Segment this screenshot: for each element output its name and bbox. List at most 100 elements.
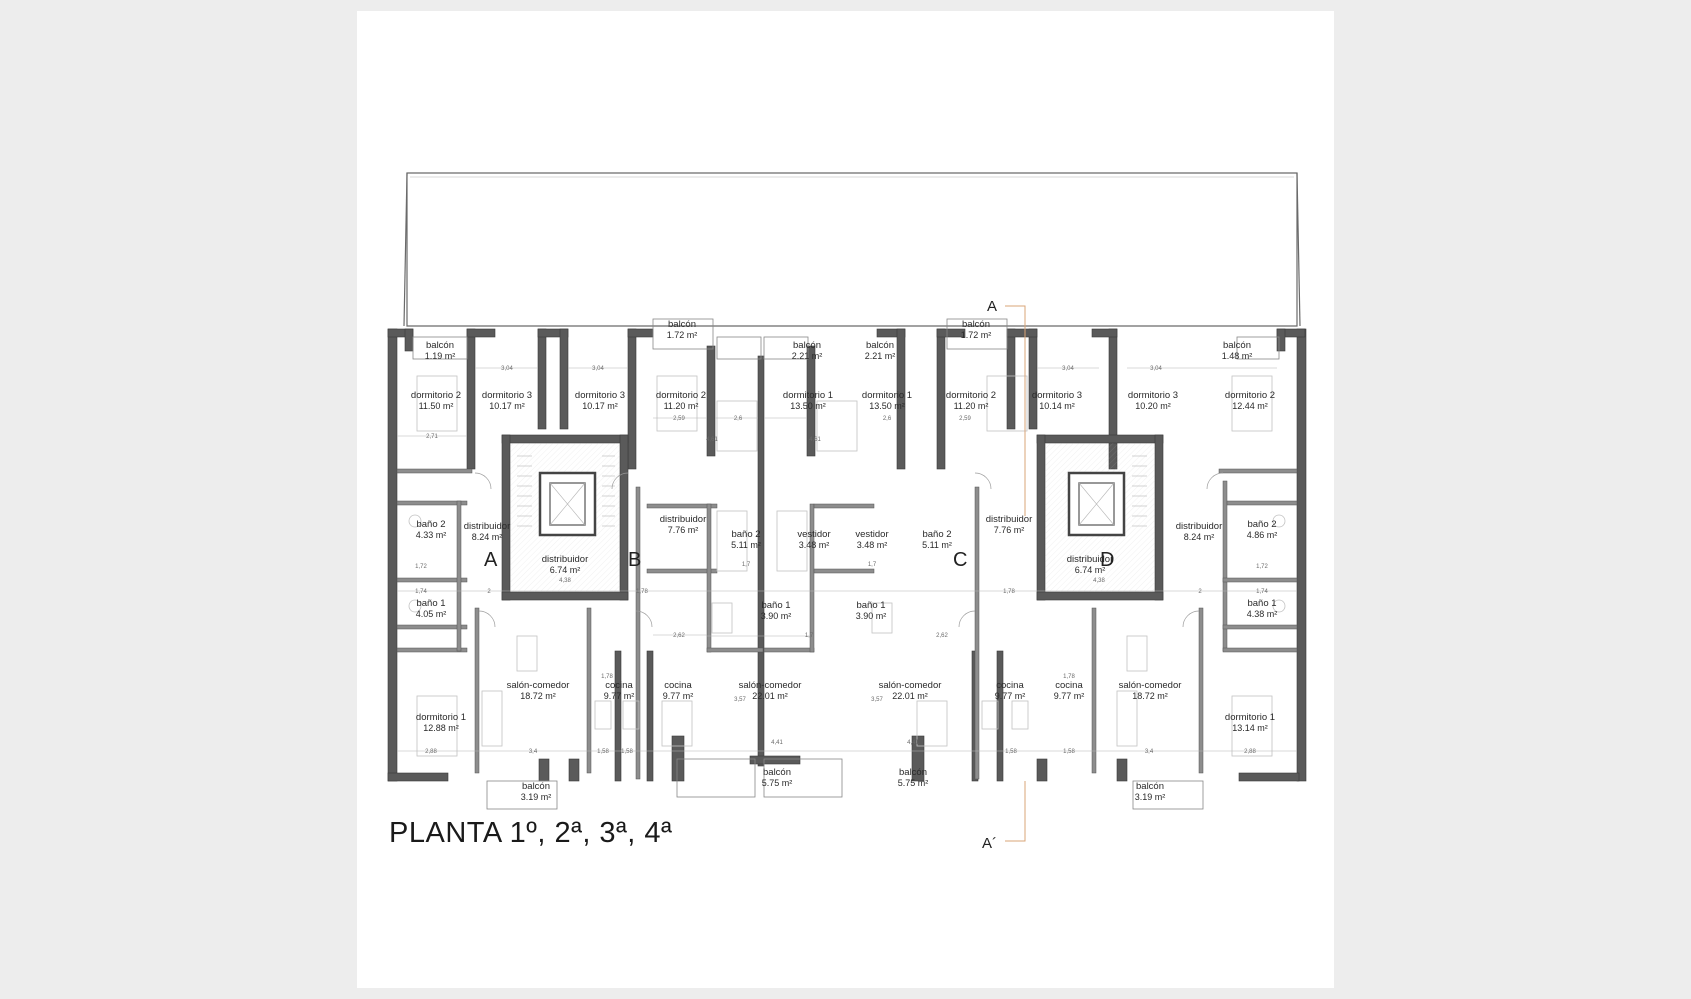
plan-title: PLANTA 1º, 2ª, 3ª, 4ª — [389, 817, 673, 849]
room-area: 10.20 m² — [1135, 401, 1171, 411]
room-name: dormitorio 2 — [656, 390, 706, 401]
room-area: 3.48 m² — [857, 540, 888, 550]
room-area: 7.76 m² — [994, 525, 1025, 535]
room-name: dormitorio 1 — [416, 712, 466, 723]
dim-label: 1,78 — [1003, 589, 1015, 595]
room-name: distribuidor — [464, 521, 510, 532]
unit-letter-d: D — [1100, 549, 1114, 571]
room-area: 8.24 m² — [1184, 532, 1215, 542]
room-label: baño 14.38 m² — [1247, 598, 1278, 619]
room-name: dormitorio 3 — [1128, 390, 1178, 401]
dim-label: 4,38 — [559, 578, 571, 584]
room-area: 5.11 m² — [922, 540, 952, 550]
dim-label: 2,59 — [959, 416, 971, 422]
room-area: 4.05 m² — [416, 609, 447, 619]
room-name: dormitorio 3 — [482, 390, 532, 401]
core-right — [1036, 434, 1164, 601]
dim-label: 3,57 — [734, 697, 746, 703]
dim-label: 1,72 — [1256, 564, 1268, 570]
room-name: distribuidor — [660, 514, 706, 525]
dim-label: 1,58 — [621, 749, 633, 755]
room-label: baño 13.90 m² — [856, 600, 887, 621]
room-label: dormitorio 310.17 m² — [482, 390, 532, 411]
dim-label: 4,61 — [706, 437, 718, 443]
room-name: dormitorio 1 — [1225, 712, 1275, 723]
room-name: dormitorio 1 — [783, 390, 833, 401]
dim-label: 1,74 — [415, 589, 427, 595]
dim-label: 1,78 — [601, 674, 613, 680]
dim-label: 4,41 — [907, 740, 919, 746]
room-area: 10.17 m² — [489, 401, 525, 411]
room-name: baño 1 — [416, 598, 445, 609]
dim-label: 2 — [487, 589, 491, 595]
dim-label: 2,62 — [673, 633, 685, 639]
room-name: dormitorio 1 — [862, 390, 912, 401]
dim-label: 4,61 — [809, 437, 821, 443]
section-line: A A´ — [982, 298, 1026, 852]
room-area: 12.44 m² — [1232, 401, 1268, 411]
room-name: balcón — [1223, 340, 1251, 351]
room-label: dormitorio 113.14 m² — [1225, 712, 1275, 733]
dim-label: 2,62 — [936, 633, 948, 639]
room-name: balcón — [426, 340, 454, 351]
dim-label: 2,88 — [1244, 749, 1256, 755]
room-area: 12.88 m² — [423, 723, 459, 733]
room-name: salón-comedor — [739, 680, 802, 691]
room-label: dormitorio 211.20 m² — [946, 390, 996, 411]
room-area: 18.72 m² — [1132, 691, 1168, 701]
room-label: dormitorio 310.20 m² — [1128, 390, 1178, 411]
room-label: baño 25.11 m² — [922, 529, 952, 550]
room-area: 4.38 m² — [1247, 609, 1278, 619]
room-area: 5.75 m² — [898, 778, 929, 788]
room-area: 22.01 m² — [892, 691, 928, 701]
room-name: baño 1 — [761, 600, 790, 611]
room-label: baño 24.33 m² — [416, 519, 447, 540]
room-label: dormitorio 310.14 m² — [1032, 390, 1082, 411]
room-area: 5.11 m² — [731, 540, 761, 550]
room-label: baño 25.11 m² — [731, 529, 761, 550]
dim-label: 3,57 — [871, 697, 883, 703]
dim-label: 2,71 — [426, 434, 438, 440]
dim-label: 1,78 — [1063, 674, 1075, 680]
room-label: baño 14.05 m² — [416, 598, 447, 619]
room-area: 1.72 m² — [961, 330, 992, 340]
room-name: balcón — [763, 767, 791, 778]
room-area: 5.75 m² — [762, 778, 793, 788]
room-name: baño 2 — [416, 519, 445, 530]
room-area: 9.77 m² — [663, 691, 694, 701]
room-name: balcón — [522, 781, 550, 792]
room-area: 6.74 m² — [1075, 565, 1106, 575]
room-label: dormitorio 113.50 m² — [783, 390, 833, 411]
room-name: distribuidor — [1176, 521, 1222, 532]
dim-label: 2,6 — [883, 416, 892, 422]
dim-label: 3,04 — [592, 366, 604, 372]
room-label: baño 24.86 m² — [1247, 519, 1278, 540]
room-name: cocina — [605, 680, 633, 691]
room-area: 2.21 m² — [865, 351, 896, 361]
room-area: 8.24 m² — [472, 532, 503, 542]
room-area: 11.50 m² — [419, 401, 454, 411]
room-name: dormitorio 3 — [575, 390, 625, 401]
room-name: vestidor — [797, 529, 830, 540]
room-label: dormitorio 211.20 m² — [656, 390, 706, 411]
section-mark-start: A — [987, 298, 997, 315]
room-area: 11.20 m² — [954, 401, 989, 411]
room-label: dormitorio 212.44 m² — [1225, 390, 1275, 411]
room-name: salón-comedor — [507, 680, 570, 691]
